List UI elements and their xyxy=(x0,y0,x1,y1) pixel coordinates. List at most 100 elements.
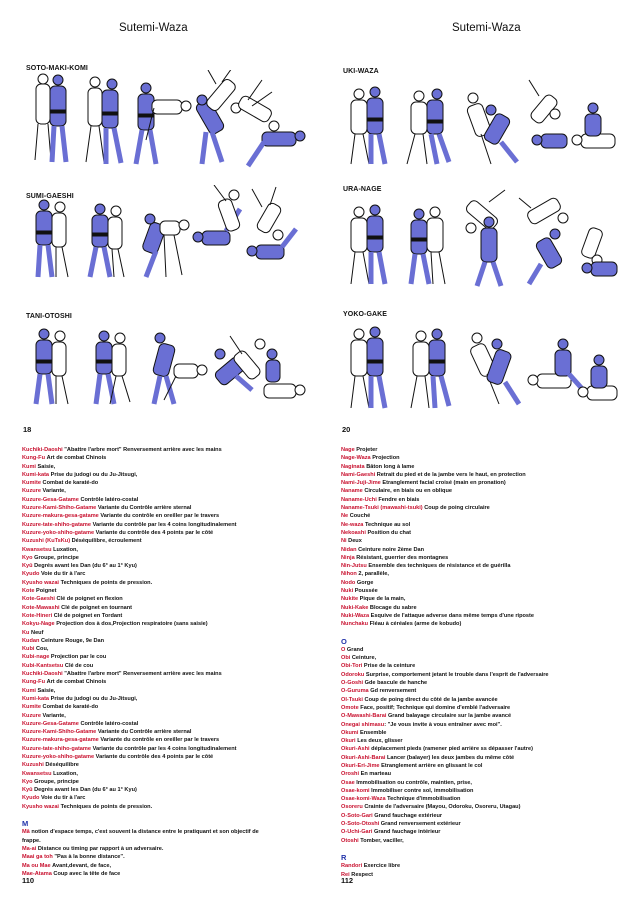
glossary-entry: Omote Face, positif; Technique qui domin… xyxy=(341,704,511,711)
glossary-entry: Kuzushi Déséquilibre xyxy=(22,762,79,769)
glossary-entry: Kuchiki-Daoshi "Abattre l'arbre mort" Re… xyxy=(22,447,222,453)
glossary-entry: Kubi Cou, xyxy=(22,646,49,653)
glossary-entry: Kyû Degrés avant les Dan (du 6° au 1° Ky… xyxy=(22,787,137,794)
sumi-gaeshi-illustration xyxy=(35,185,298,278)
glossary-entry: Kyo Groupe, principe xyxy=(22,778,79,785)
technique-label: YOKO-GAKE xyxy=(343,311,388,318)
glossary-entry: Okuri-Ashi déplacement pieds (ramener pi… xyxy=(341,746,533,753)
page-number: 18 xyxy=(23,425,32,434)
glossary-entry: Kwansetsu Luxation, xyxy=(22,546,78,553)
technique-label: URA-NAGE xyxy=(343,186,382,193)
soto-maki-komi-illustration xyxy=(33,70,306,168)
glossary-entry: Kung-Fu Art de combat Chinois xyxy=(22,455,107,462)
glossary-entry: Mâ notion d'espace temps, c'est souvent … xyxy=(22,829,259,836)
section-letter: O xyxy=(341,636,347,646)
glossary-entry: Kyudo Voie du tir à l'arc xyxy=(22,795,86,802)
glossary-entry: Kuzushi (KuTsKu) Déséquilibre, écrouleme… xyxy=(22,538,142,545)
glossary-entry: Kokyu-Nage Projection dos à dos,Projecti… xyxy=(22,621,208,628)
glossary-entry: Kyû Degrés avant les Dan (du 6° au 1° Ky… xyxy=(22,563,137,570)
page-20: Sutemi-Waza UKI-WAZA URA-NAGE xyxy=(319,0,638,440)
glossary-entry: Osae-komi Immobiliser contre sol, immobi… xyxy=(341,787,474,794)
glossary-entry: Kubi-nage Projection par le cou xyxy=(22,654,107,661)
glossary-entry: Ma ou Mae Avant,devant, de face, xyxy=(22,862,112,869)
glossary-entry: Kumite Combat de karaté-do xyxy=(22,480,99,487)
glossary-entry: Nodo Gorge xyxy=(341,579,374,586)
glossary-entry: Ne-waza Technique au sol xyxy=(341,521,411,528)
glossary-entry: Kudan Ceinture Rouge, 9e Dan xyxy=(22,637,105,644)
glossary-entry: Nuki Poussée xyxy=(341,588,378,595)
glossary-entry: Kung-Fu Art de combat Chinois xyxy=(22,679,107,686)
technique-label: SOTO-MAKI-KOMI xyxy=(26,65,88,72)
glossary-entry: Kumi Saisie, xyxy=(22,687,56,694)
glossary-entry: Ninja Résistant, guerrier des montagnes xyxy=(341,554,449,561)
glossary-entry: O-Guruma Gd renversement xyxy=(341,688,417,695)
glossary-entry: Naname-Uchi Fendre en biais xyxy=(341,496,420,503)
glossary-entry: Kumi-kata Prise du judogi ou du Ju-Jitsu… xyxy=(22,695,138,702)
glossary-entry: O Grand xyxy=(341,646,364,653)
glossary-entry: Kuzure Variante, xyxy=(22,488,66,495)
tani-otoshi-illustration xyxy=(33,328,306,405)
glossary-entry: Kote-Gaeshi Clé de poignet en flexion xyxy=(22,596,123,603)
glossary-entry: Nekoashi Position du chat xyxy=(341,529,411,536)
glossary-entry: Kyudo Voie du tir à l'arc xyxy=(22,571,86,578)
glossary-entry: O-Uchi-Gari Grand fauchage intérieur xyxy=(341,829,441,836)
section-letter: R xyxy=(341,852,347,862)
glossary-entry: Kyusho wazai Techniques de points de pre… xyxy=(22,803,153,810)
glossary-entry: Nunchaku Fléau à céréales (arme de kobud… xyxy=(341,621,462,628)
glossary-entry: Kuzure-tate-shiho-gatame Variante du con… xyxy=(22,745,237,752)
glossary-entry: Kuzure-makura-gesa-gatame Variante du co… xyxy=(22,513,220,520)
glossary-entry: Okuri-Eri-Jime Etranglement arrière en g… xyxy=(341,762,483,769)
glossary-entry: Kumite Combat de karaté-do xyxy=(22,704,99,711)
glossary-entry: Nidan Ceinture noire 2ème Dan xyxy=(341,546,425,553)
glossary-entry: Osae Immobilisation ou contrôle, maintie… xyxy=(341,779,472,786)
glossary-entry: Nukite Pique de la main, xyxy=(341,596,406,603)
glossary-k: Kuchiki-Daoshi "Abattre l'arbre mort" Re… xyxy=(22,446,259,878)
glossary-entry: Osoreru Crainte de l'adversaire (Mayou, … xyxy=(341,804,521,811)
glossary-entry: Ni Deux xyxy=(341,538,362,545)
glossary-entry: Randori Exercice libre xyxy=(341,863,401,870)
glossary-entry: Okumi Ensemble xyxy=(341,729,387,736)
glossary-entry: O-Mawashi-Barai Grand balayage circulair… xyxy=(341,713,512,720)
page-number: 110 xyxy=(22,876,35,885)
glossary-entry: Naginata Bâton long à lame xyxy=(341,463,415,470)
glossary-entry: Kote Poignet xyxy=(22,588,57,595)
glossary-entry: OI-Tsuki Coup de poing direct du côté de… xyxy=(341,696,498,703)
glossary-entry: Nuki-Waza Esquive de l'attaque adverse d… xyxy=(341,612,535,619)
technique-label: SUMI-GAESHI xyxy=(26,193,74,200)
glossary-entry: Naname Circulaire, en biais ou en obliqu… xyxy=(341,488,452,495)
glossary-entry: O-Soto-Gari Grand fauchage extérieur xyxy=(341,812,443,819)
glossary-entry: Nuki-Kake Blocage du sabre xyxy=(341,604,417,611)
glossary-entry: Nin-Jutsu Ensemble des techniques de rés… xyxy=(341,563,511,570)
glossary-entry: Rei Respect xyxy=(341,871,374,878)
glossary-entry: Ma-ai Distance ou timing par rapport à u… xyxy=(22,845,164,852)
uki-waza-illustration xyxy=(350,79,616,165)
glossary-entry: Onegai shimasu: "Je vous invite à vous e… xyxy=(341,721,502,728)
glossary-entry: Ne Couché xyxy=(341,513,371,520)
glossary-entry: Kuzure-Gesa-Gatame Contrôle latéro-costa… xyxy=(22,720,139,727)
glossary-entry: Nami-Juji-Jime Etranglement facial crois… xyxy=(341,480,506,487)
page-title: Sutemi-Waza xyxy=(119,22,188,34)
technique-label: UKI-WAZA xyxy=(343,68,379,75)
glossary-entry: Okuri Les deux, glisser xyxy=(341,738,403,745)
glossary-entry: Obi-Tori Prise de la ceinture xyxy=(341,663,416,670)
glossary-entry: Okuri-Ashi-Barai Lancer (balayer) les de… xyxy=(341,754,515,761)
page-110: Kuchiki-Daoshi "Abattre l'arbre mort" Re… xyxy=(0,440,319,903)
glossary-entry: Kubi-Kantsetsu Clé de cou xyxy=(22,662,94,669)
glossary-entry: Nage Projeter xyxy=(341,447,378,453)
glossary-entry: Nihon 2, parallèle, xyxy=(341,571,389,578)
glossary-entry: Kuzure-Gesa-Gatame Contrôle latéro-costa… xyxy=(22,496,139,503)
glossary-entry: Odoroku Surprise, comportement jetant le… xyxy=(341,671,549,678)
glossary-entry: Nami-Gaeshi Retrait du pied et de la jam… xyxy=(341,471,526,478)
glossary-entry: Mae-Atama Coup avec la tête de face xyxy=(22,870,121,877)
page-18: Sutemi-Waza SOTO-MAKI-KOMI xyxy=(0,0,319,440)
glossary-entry: Otoshi Tomber, vaciller, xyxy=(341,837,404,844)
ura-nage-illustration xyxy=(350,189,618,287)
glossary-n: Nage Projeter Nage-Waza Projection Nagin… xyxy=(341,446,549,879)
glossary-entry: Kuzure-Kami-Shiho-Gatame Variante du Con… xyxy=(22,505,192,512)
section-letter: M xyxy=(22,819,29,829)
yoko-gake-illustration xyxy=(350,326,618,409)
glossary-entry: Nage-Waza Projection xyxy=(341,455,400,462)
glossary-entry: Kuzure-tate-shiho-gatame Variante du con… xyxy=(22,521,237,528)
glossary-entry: Kuchiki-Daoshi "Abattre l'arbre mort" Re… xyxy=(22,671,222,678)
glossary-entry: Naname-Tsuki (mawashi-tsuki) Coup de poi… xyxy=(341,505,490,512)
